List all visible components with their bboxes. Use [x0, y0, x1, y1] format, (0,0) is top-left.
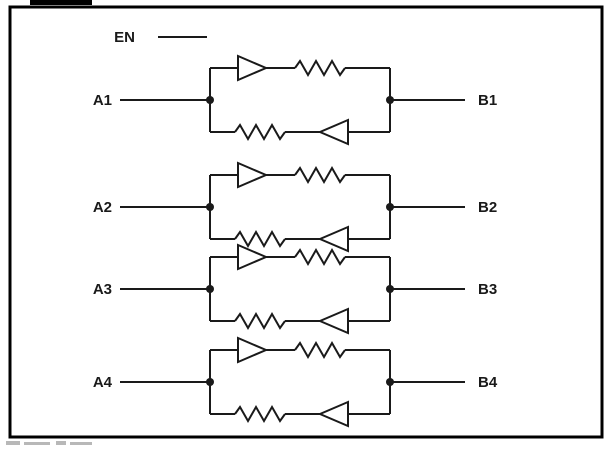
channel-2-left-label: A2: [93, 199, 112, 216]
cropped-text-fragment-bottom: [6, 441, 92, 445]
channel-2-circuit: [119, 162, 466, 252]
channel-4: A4 B4: [93, 337, 498, 427]
channel-3-left-label: A3: [93, 281, 112, 298]
channel-4-circuit: [119, 337, 466, 427]
diagram-border: [8, 5, 604, 439]
enable-line: EN: [114, 29, 207, 46]
channel-3: A3 B3: [93, 244, 497, 334]
enable-label: EN: [114, 29, 135, 46]
channel-4-left-label: A4: [93, 374, 113, 391]
channel-1-circuit: [119, 55, 466, 145]
cropped-text-fragment-top: [30, 0, 92, 5]
channel-1: A1 B1: [93, 55, 497, 145]
channel-3-right-label: B3: [478, 281, 497, 298]
channel-4-right-label: B4: [478, 374, 498, 391]
channel-3-circuit: [119, 244, 466, 334]
channel-2: A2 B2: [93, 162, 497, 252]
channel-1-right-label: B1: [478, 92, 497, 109]
channel-2-right-label: B2: [478, 199, 497, 216]
channel-1-left-label: A1: [93, 92, 112, 109]
